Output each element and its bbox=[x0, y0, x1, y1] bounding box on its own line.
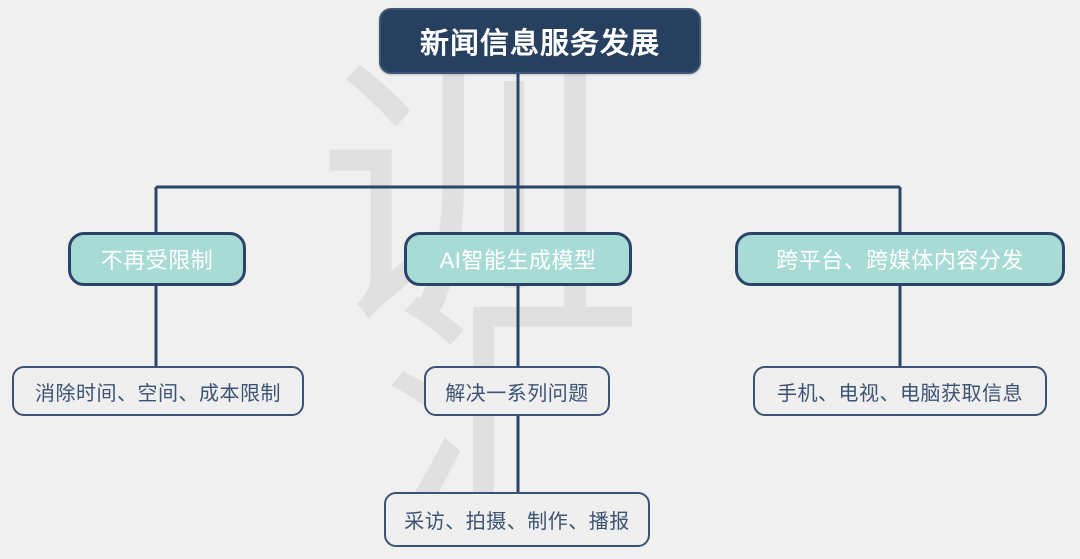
leaf-node-1-label: 消除时间、空间、成本限制 bbox=[35, 382, 281, 405]
branch-node-2-label: AI智能生成模型 bbox=[439, 248, 597, 273]
leaf-node-4-label: 采访、拍摄、制作、播报 bbox=[404, 511, 630, 533]
branch-node-1-label: 不再受限制 bbox=[100, 248, 214, 273]
leaf-node-4[interactable]: 采访、拍摄、制作、播报 bbox=[384, 492, 650, 547]
branch-node-3[interactable]: 跨平台、跨媒体内容分发 bbox=[735, 232, 1065, 286]
root-node[interactable]: 新闻信息服务发展 bbox=[379, 8, 701, 74]
leaf-node-3-label: 手机、电视、电脑获取信息 bbox=[777, 382, 1023, 405]
leaf-node-1[interactable]: 消除时间、空间、成本限制 bbox=[12, 366, 304, 416]
leaf-node-2[interactable]: 解决一系列问题 bbox=[424, 366, 610, 416]
leaf-node-2-label: 解决一系列问题 bbox=[445, 382, 589, 405]
branch-node-1[interactable]: 不再受限制 bbox=[68, 232, 246, 286]
root-node-label: 新闻信息服务发展 bbox=[419, 28, 660, 60]
watermark-char-top: 训 bbox=[318, 34, 608, 371]
branch-node-3-label: 跨平台、跨媒体内容分发 bbox=[776, 248, 1024, 273]
leaf-node-3[interactable]: 手机、电视、电脑获取信息 bbox=[753, 366, 1047, 416]
branch-node-2[interactable]: AI智能生成模型 bbox=[404, 232, 632, 286]
